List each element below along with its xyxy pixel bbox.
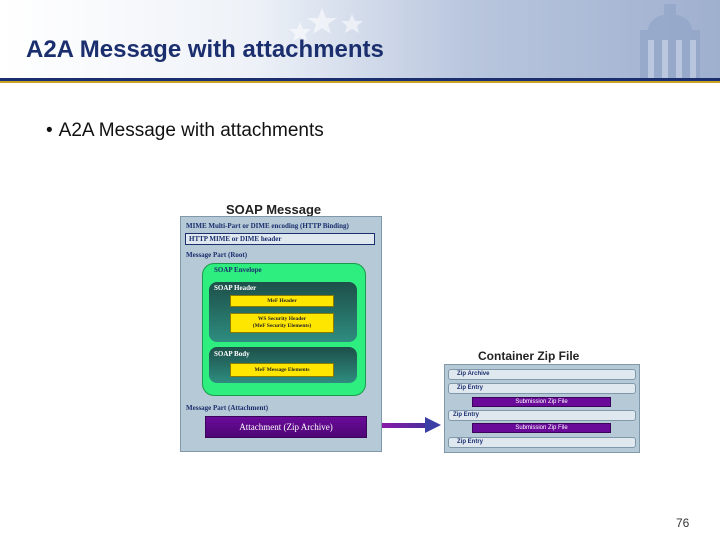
arrow-shaft — [382, 423, 426, 428]
zip-entry-label: Zip Entry — [457, 439, 484, 445]
submission-zip-file-label: Submission Zip File — [515, 425, 568, 431]
zip-entry-label: Zip Entry — [457, 385, 484, 391]
attachment-part-label: Message Part (Attachment) — [186, 404, 269, 412]
soap-header-label: SOAP Header — [214, 284, 257, 292]
header-rule-accent — [0, 81, 720, 83]
http-header-label: HTTP MIME or DIME header — [189, 235, 282, 243]
mef-header-box: MeF Header — [230, 295, 334, 307]
zip-archive-label: Zip Archive — [457, 371, 490, 377]
mef-header-label: MeF Header — [267, 297, 297, 304]
mime-encoding-label: MIME Multi-Part or DIME encoding (HTTP B… — [186, 222, 349, 230]
attachment-zip-archive: Attachment (Zip Archive) — [205, 416, 367, 438]
ws-security-line2: (MeF Security Elements) — [252, 323, 312, 329]
arrow-right-icon — [425, 417, 441, 433]
submission-zip-file-label: Submission Zip File — [515, 399, 568, 405]
ws-security-line1: WS Security Header — [257, 316, 307, 322]
mef-message-elements-label: MeF Message Elements — [254, 366, 310, 373]
page-number: 76 — [676, 516, 690, 530]
ws-security-box: WS Security Header (MeF Security Element… — [230, 313, 334, 333]
bullet-dot: • — [46, 120, 53, 141]
soap-envelope-label: SOAP Envelope — [214, 266, 262, 274]
submission-zip-file-box: Submission Zip File — [472, 423, 611, 433]
bullet-text: A2A Message with attachments — [58, 120, 324, 141]
soap-body-label: SOAP Body — [214, 350, 250, 358]
bullet-item: •A2A Message with attachments — [46, 120, 324, 142]
header-banner: A2A Message with attachments — [0, 0, 720, 80]
page-title: A2A Message with attachments — [26, 36, 384, 63]
root-part-label: Message Part (Root) — [186, 251, 248, 259]
mef-message-elements-box: MeF Message Elements — [230, 363, 334, 377]
header-rule — [0, 78, 720, 81]
zip-entry-row: Zip Entry — [448, 437, 636, 448]
zip-entry-label: Zip Entry — [453, 412, 480, 418]
http-header-box: HTTP MIME or DIME header — [185, 233, 375, 245]
zip-entry-row: Zip Entry — [448, 383, 636, 394]
zip-archive-row: Zip Archive — [448, 369, 636, 380]
submission-zip-file-box: Submission Zip File — [472, 397, 611, 407]
capitol-watermark — [289, 4, 700, 80]
zip-entry-row: Zip Entry — [448, 410, 636, 421]
container-zip-title: Container Zip File — [478, 349, 580, 363]
soap-message-title: SOAP Message — [226, 202, 322, 217]
